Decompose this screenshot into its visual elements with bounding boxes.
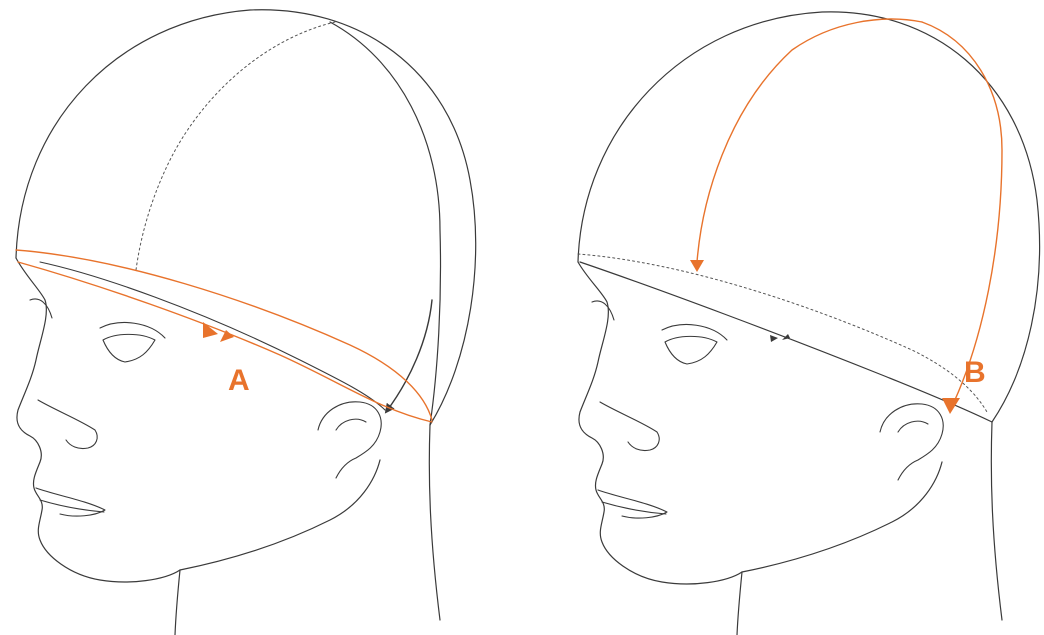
ear-inner-left-head [336, 419, 366, 430]
arrowhead-a-left [220, 330, 234, 342]
ear-right-head [880, 404, 943, 480]
eye-right-head [665, 336, 717, 364]
neck-back-left [429, 425, 440, 620]
measurement-a-lines: A [16, 22, 432, 422]
eye-lid-left-head [100, 323, 165, 338]
crown-guide-left [136, 22, 335, 270]
arrowhead-b-front [690, 260, 704, 272]
eye-lid-right-head [662, 325, 727, 340]
face-profile-right [578, 262, 742, 584]
band-dotted-right [578, 254, 987, 412]
cap-outline-left [16, 10, 476, 425]
measurement-b-lines: B [578, 19, 1002, 414]
nose-left-head [38, 400, 97, 449]
eye-left-head [103, 334, 155, 362]
brow-left-head [30, 299, 52, 318]
head-left-a [16, 10, 476, 635]
ear-inner-right-head [898, 421, 928, 432]
back-seam-arrow-left [386, 300, 432, 412]
head-right-b [578, 12, 1040, 635]
jaw-right-head [742, 462, 942, 572]
jaw-left-head [180, 460, 380, 570]
arrowhead-band-right-2 [782, 334, 790, 340]
cap-band-lower-right [580, 262, 992, 422]
measurement-label-a: A [228, 364, 250, 397]
nose-right-head [600, 402, 659, 451]
arrowhead-band-right-1 [770, 335, 778, 342]
arc-front-b [697, 19, 922, 262]
ear-left-head [318, 402, 381, 478]
neck-back-right [991, 422, 1002, 620]
arrowhead-a-right [203, 322, 218, 338]
brow-right-head [592, 301, 614, 320]
arc-top-b [922, 22, 1002, 402]
measurement-label-b: B [964, 356, 986, 389]
neck-front-right [737, 572, 742, 635]
neck-front-left [175, 570, 180, 635]
